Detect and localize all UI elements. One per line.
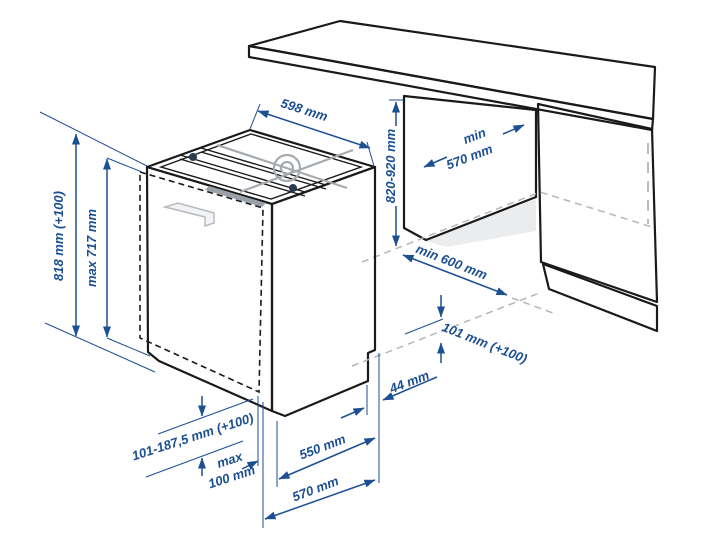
top-frame-outer [145,128,377,206]
niche-floor [426,199,536,247]
dim-niche-depth: min 570 mm [423,124,525,173]
dim-label-depth-total: 570 mm [290,473,341,505]
dim-label-total-height: 818 mm (+100) [51,191,66,281]
dim-label-plinth-height: 101 mm (+100) [440,319,529,366]
dishwasher-side-face [270,165,377,418]
floor-line-rear [351,291,543,367]
top-frame-inner [158,133,364,200]
mounting-screw [289,184,297,192]
dim-niche-width: min 600 mm [402,241,508,296]
spray-arm-hub [272,153,302,183]
dishwasher-top-frame [145,128,377,207]
top-rail [179,158,306,197]
dim-width: 598 mm [249,95,375,167]
niche-side-wall [402,94,538,242]
top-rail [200,151,327,190]
cabinet-plinth [541,262,659,333]
floor-line-front [511,297,554,314]
dim-label-niche-depth-2: 570 mm [444,141,495,173]
door-handle [162,202,215,228]
cabinet-panel-face [536,102,659,304]
dim-total-height: 818 mm (+100) [39,111,156,373]
door-panel-dashed-outline [139,170,264,394]
dim-depth-total: 570 mm [257,396,376,528]
dim-door-height: max 717 mm [84,157,151,357]
dim-label-niche-width: min 600 mm [414,241,490,283]
dim-label-niche-height: 820-920 mm [383,128,398,203]
dim-label-rear-gap: 44 mm [387,367,432,396]
cabinet-panel-right [536,102,659,333]
top-rail [179,154,306,193]
niche-opening [402,94,538,247]
dishwasher [139,128,377,418]
hidden-floor-line [361,191,656,263]
dim-label-door-height: max 717 mm [84,209,99,287]
spray-arm-brace [239,148,354,194]
dim-rear-gap: 44 mm [340,353,438,483]
top-frame-gray-strip [205,186,266,207]
mounting-screw [189,153,197,161]
top-rail [200,147,327,186]
dim-niche-height: 820-920 mm [383,99,403,247]
dim-plinth-depth: max 100 mm [206,448,259,491]
spray-arm-hub-center [279,160,295,176]
dim-plinth-height: 101 mm (+100) [404,295,529,366]
dim-label-depth-body: 550 mm [297,431,348,463]
